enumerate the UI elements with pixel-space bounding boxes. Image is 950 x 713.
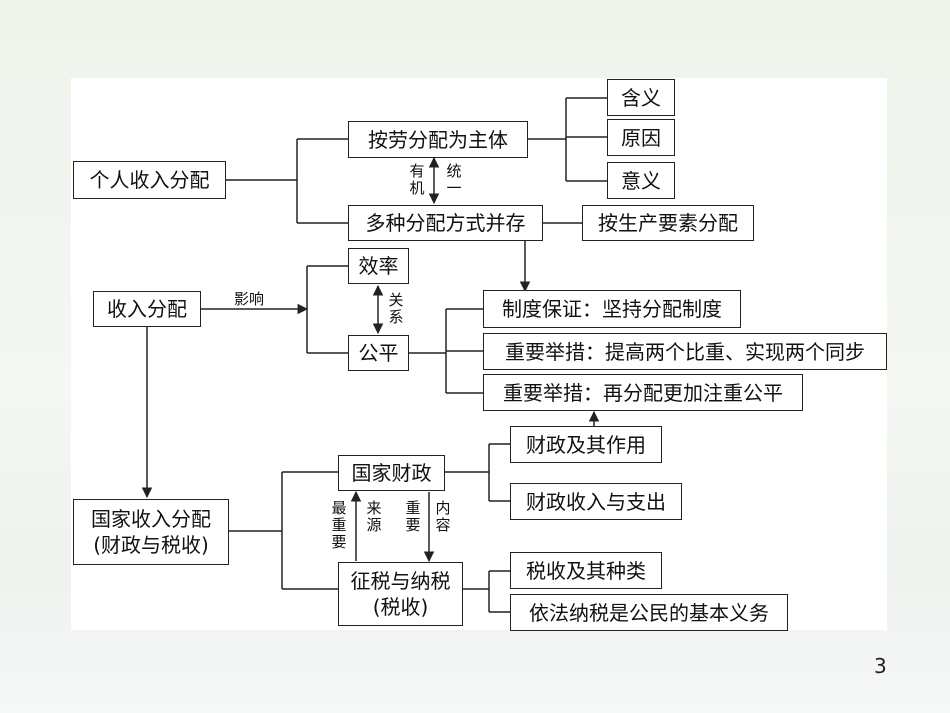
node-finance-role: 财政及其作用 (510, 426, 662, 463)
node-personal-income: 个人收入分配 (73, 161, 226, 199)
label-unified: 统一 (446, 162, 462, 197)
label-important: 重要 (405, 499, 421, 534)
node-labor-main: 按劳分配为主体 (348, 121, 528, 158)
node-by-factors: 按生产要素分配 (582, 205, 754, 241)
node-significance: 意义 (607, 162, 675, 199)
node-income-distribution: 收入分配 (93, 291, 201, 327)
node-measure-redistribution: 重要举措：再分配更加注重公平 (483, 374, 803, 411)
node-reason: 原因 (607, 119, 675, 156)
page-number: 3 (874, 654, 887, 678)
node-multiple-forms: 多种分配方式并存 (348, 205, 543, 241)
node-efficiency: 效率 (348, 248, 409, 284)
node-system-guarantee: 制度保证：坚持分配制度 (483, 290, 741, 328)
label-source: 来源 (366, 499, 382, 534)
node-tax-types: 税收及其种类 (510, 552, 662, 589)
node-measure-raise: 重要举措：提高两个比重、实现两个同步 (483, 333, 887, 370)
node-meaning: 含义 (607, 79, 675, 116)
node-fairness: 公平 (348, 335, 409, 371)
node-public-finance: 国家财政 (338, 455, 445, 491)
label-relation: 关系 (388, 291, 404, 326)
label-content: 内容 (435, 499, 451, 534)
node-national-income: 国家收入分配(财政与税收) (73, 499, 229, 565)
label-organic: 有机 (409, 162, 425, 197)
label-influence: 影响 (234, 290, 265, 308)
label-most-important: 最重要 (331, 499, 347, 551)
node-taxation: 征税与纳税(税收) (338, 562, 463, 626)
node-tax-duty: 依法纳税是公民的基本义务 (510, 594, 788, 631)
node-finance-revenue: 财政收入与支出 (510, 483, 682, 520)
